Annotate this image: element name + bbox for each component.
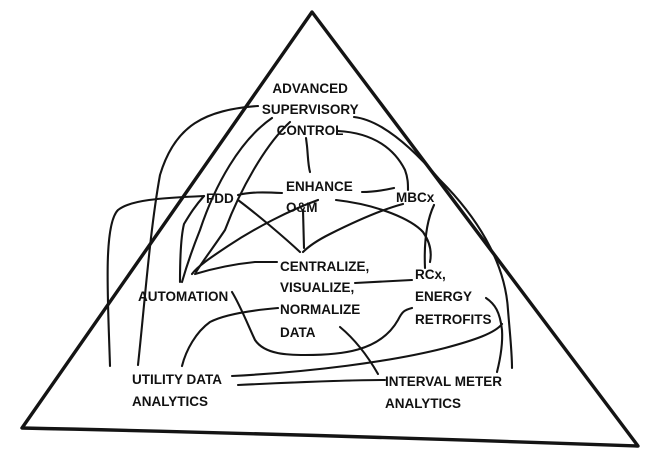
node-advanced-supervisory-control: ADVANCED SUPERVISORY CONTROL: [262, 81, 362, 138]
connector: [230, 322, 504, 378]
connector: [190, 198, 320, 276]
node-line: DATA: [280, 325, 316, 340]
node-line: SUPERVISORY: [262, 102, 359, 117]
connector: [301, 208, 306, 250]
node-line: O&M: [286, 200, 318, 215]
connector: [336, 129, 410, 192]
node-line: RCx,: [415, 267, 446, 282]
node-enhance-om: ENHANCE O&M: [286, 179, 357, 215]
node-line: FDD: [206, 191, 234, 206]
connector: [193, 260, 279, 276]
node-line: ENERGY: [415, 289, 472, 304]
connector: [194, 120, 292, 274]
connector: [180, 306, 280, 368]
connector: [304, 136, 312, 174]
connector: [178, 194, 206, 284]
node-line: RETROFITS: [415, 312, 492, 327]
connector: [236, 191, 284, 197]
node-interval-meter-analytics: INTERVAL METER ANALYTICS: [385, 374, 506, 411]
node-line: ANALYTICS: [132, 394, 208, 409]
pyramid-outline: [20, 10, 640, 448]
connector: [484, 296, 504, 374]
node-centralize-visualize-normalize-data: CENTRALIZE, VISUALIZE, NORMALIZE DATA: [280, 259, 373, 340]
node-utility-data-analytics: UTILITY DATA ANALYTICS: [132, 372, 225, 409]
node-mbcx: MBCx: [396, 190, 435, 205]
connector: [301, 202, 405, 254]
node-line: CENTRALIZE,: [280, 259, 369, 274]
connector-lines: [106, 104, 514, 387]
node-line: ADVANCED: [272, 81, 348, 96]
node-line: VISUALIZE,: [280, 280, 354, 295]
connector: [236, 378, 387, 387]
connector: [236, 198, 302, 254]
node-line: UTILITY DATA: [132, 372, 222, 387]
connector: [180, 116, 274, 284]
connector: [423, 203, 436, 270]
node-fdd: FDD: [206, 191, 234, 206]
connector: [352, 115, 514, 370]
node-automation: AUTOMATION: [138, 289, 228, 304]
connector: [334, 198, 432, 264]
node-line: ENHANCE: [286, 179, 353, 194]
connector: [353, 278, 414, 285]
connector: [106, 194, 206, 368]
connector: [338, 325, 380, 376]
connector: [230, 290, 414, 357]
connector: [360, 186, 396, 194]
node-line: INTERVAL METER: [385, 374, 502, 389]
node-line: MBCx: [396, 190, 435, 205]
node-rcx-energy-retrofits: RCx, ENERGY RETROFITS: [415, 267, 492, 327]
node-line: NORMALIZE: [280, 302, 360, 317]
node-line: ANALYTICS: [385, 396, 461, 411]
node-line: CONTROL: [277, 123, 344, 138]
connector: [136, 104, 260, 367]
node-line: AUTOMATION: [138, 289, 228, 304]
